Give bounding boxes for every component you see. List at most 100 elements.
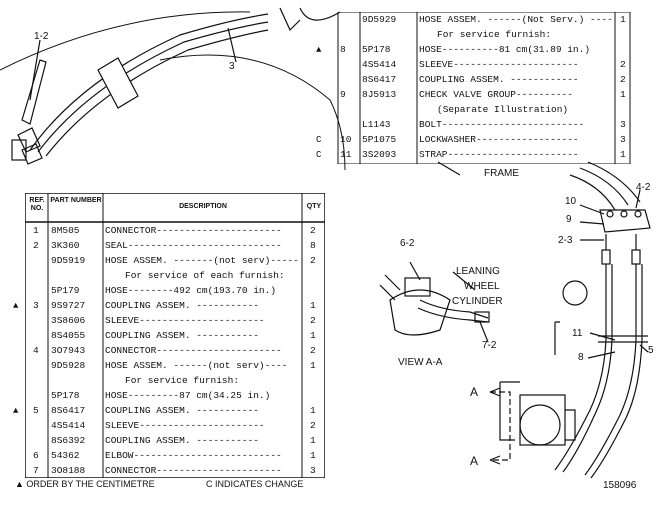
row-description: HOSE--------492 cm(193.70 in.) — [105, 285, 277, 296]
row-part-number: 3O8188 — [51, 465, 86, 476]
row-part-number: 9D5929 — [362, 14, 397, 25]
footer-change-note: C INDICATES CHANGE — [206, 479, 304, 489]
row-description: CONNECTOR---------------------- — [105, 345, 282, 356]
row-ref: 8 — [340, 44, 346, 55]
row-mark: ▲ — [316, 45, 322, 55]
header-description: DESCRIPTION — [179, 203, 227, 210]
row-part-number: 54362 — [51, 450, 80, 461]
top-parts-table: 9D5929 HOSE ASSEM. ------(Not Serv.) ----… — [316, 12, 640, 164]
callout-6-2: 6-2 — [400, 238, 415, 249]
row-mark: C — [316, 150, 322, 160]
main-table-grid — [25, 193, 325, 478]
row-part-number: 8S6417 — [51, 405, 86, 416]
row-description: For service of each furnish: — [125, 270, 285, 281]
hose-3-c — [45, 29, 269, 157]
cylinder-label-3: CYLINDER — [452, 296, 503, 307]
row-mark: ▲ — [13, 301, 19, 311]
row-qty: 8 — [310, 240, 316, 251]
callout-7-2: 7-2 — [482, 340, 497, 351]
row-description: SLEEVE---------------------- — [105, 315, 265, 326]
row-description: SLEEVE---------------------- — [419, 59, 579, 70]
row-qty: 1 — [620, 89, 626, 100]
callout-5: 5 — [648, 345, 654, 356]
callout-2-3: 2-3 — [558, 235, 573, 246]
cylinder-label-1: LEANING — [456, 266, 500, 277]
row-description: HOSE----------81 cm(31.89 in.) — [419, 44, 591, 55]
strap — [97, 57, 139, 109]
cylinder-port — [562, 280, 588, 306]
row-qty: 2 — [310, 420, 316, 431]
callout-10: 10 — [565, 196, 577, 207]
row-part-number: 9S9727 — [51, 300, 86, 311]
row-ref: 11 — [340, 149, 352, 160]
row-part-number: 3K360 — [51, 240, 80, 251]
hose-upper-right — [569, 174, 616, 211]
callout-4-2: 4-2 — [636, 182, 651, 193]
frame-arc-lower — [159, 54, 346, 171]
hose-5 — [554, 264, 607, 471]
row-description: CONNECTOR---------------------- — [105, 465, 282, 476]
row-qty: 2 — [310, 255, 316, 266]
row-qty: 3 — [620, 134, 626, 145]
row-ref: 7 — [33, 465, 39, 476]
row-description: COUPLING ASSEM. ----------- — [105, 330, 259, 341]
row-description: HOSE ASSEM. ------(Not Serv.) ---- — [419, 14, 613, 25]
cylinder-label-2: WHEEL — [464, 281, 500, 292]
row-qty: 1 — [310, 330, 316, 341]
row-description: CONNECTOR---------------------- — [105, 225, 282, 236]
row-part-number: 3S8606 — [51, 315, 86, 326]
row-description: LOCKWASHER------------------ — [419, 134, 579, 145]
callout-3: 3 — [229, 61, 235, 72]
callout-8: 8 — [578, 352, 584, 363]
row-part-number: 3O7943 — [51, 345, 86, 356]
row-qty: 1 — [310, 300, 316, 311]
row-ref: 6 — [33, 450, 39, 461]
row-ref: 10 — [340, 134, 352, 145]
row-description: COUPLING ASSEM. ----------- — [105, 405, 259, 416]
row-description: STRAP----------------------- — [419, 149, 579, 160]
row-description: HOSE ASSEM. -------(not serv)----- — [105, 255, 299, 266]
row-qty: 1 — [310, 435, 316, 446]
row-description: For service furnish: — [437, 29, 552, 40]
row-part-number: 5P178 — [362, 44, 391, 55]
top-table-grid — [337, 12, 631, 164]
row-ref: 1 — [33, 225, 39, 236]
row-description: For service furnish: — [125, 375, 240, 386]
row-qty: 2 — [310, 345, 316, 356]
lean-cylinder — [519, 404, 561, 446]
callout-11: 11 — [572, 328, 583, 339]
row-part-number: 9D5928 — [51, 360, 86, 371]
row-description: COUPLING ASSEM. ----------- — [105, 435, 259, 446]
row-description: ELBOW-------------------------- — [105, 450, 282, 461]
figure-number: 158096 — [603, 480, 637, 491]
connector-1-2 — [21, 59, 47, 125]
row-part-number: 8J5913 — [362, 89, 397, 100]
row-part-number: 8S6392 — [51, 435, 86, 446]
row-ref: 4 — [33, 345, 39, 356]
row-description: COUPLING ASSEM. ----------- — [105, 300, 259, 311]
row-qty: 1 — [620, 149, 626, 160]
row-part-number: 5P179 — [51, 285, 80, 296]
row-ref: 2 — [33, 240, 39, 251]
callout-9: 9 — [566, 214, 572, 225]
row-qty: 2 — [620, 59, 626, 70]
hose-3-a — [29, 13, 269, 151]
row-part-number: 3S2093 — [362, 149, 397, 160]
header-part-number: PART NUMBER — [50, 197, 102, 204]
row-part-number: L1143 — [362, 119, 391, 130]
footer-order-note: ▲ ORDER BY THE CENTIMETRE — [15, 479, 155, 489]
callout-1-2: 1-2 — [34, 31, 49, 42]
section-a-label-top: A — [470, 385, 479, 399]
row-description: BOLT------------------------- — [419, 119, 585, 130]
row-qty: 1 — [310, 450, 316, 461]
row-ref: 5 — [33, 405, 39, 416]
row-description: SLEEVE---------------------- — [105, 420, 265, 431]
row-qty: 1 — [310, 360, 316, 371]
row-qty: 2 — [310, 315, 316, 326]
row-part-number: 8S4055 — [51, 330, 86, 341]
row-part-number: 4S5414 — [362, 59, 397, 70]
row-qty: 2 — [310, 225, 316, 236]
hose-3-b — [37, 21, 269, 153]
